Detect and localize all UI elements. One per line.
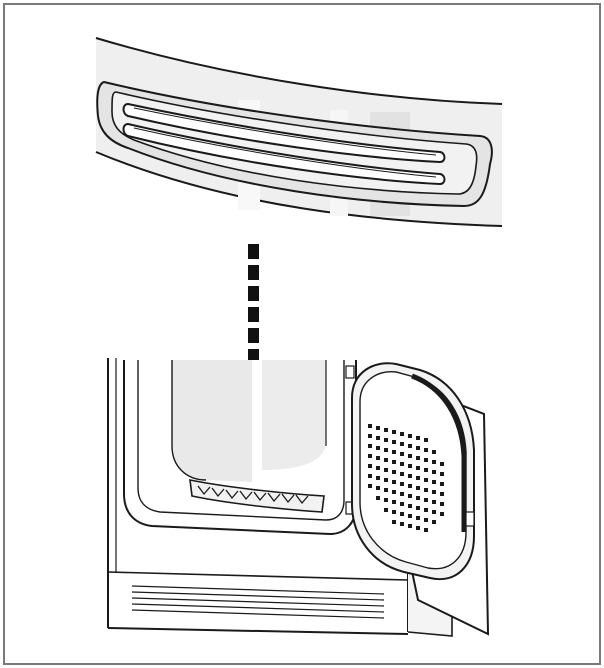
drum-edge-left (171, 360, 207, 481)
frame-filter-slot-marks (197, 485, 309, 505)
cabinet-plinth-top (107, 571, 409, 581)
door-ring-inner (359, 371, 467, 570)
plinth-vents (131, 585, 385, 619)
filter-bar-upper-line (133, 107, 437, 156)
filter-bar-upper (122, 102, 446, 164)
filter-slot-closeup-icon (95, 37, 503, 227)
arrow-dash-5 (248, 328, 259, 343)
door-latch (465, 511, 475, 527)
dryer-open-door-icon (107, 358, 490, 637)
rim-top-edge (95, 37, 503, 105)
arrow-dash-4 (248, 307, 259, 322)
arrow-dash-6 (248, 349, 259, 364)
door-perforation-grid (368, 424, 444, 532)
door-frame-inner (137, 360, 345, 521)
drum-shade-left (172, 360, 252, 482)
cabinet-bottom-edge (107, 627, 409, 635)
drum-shade-right (262, 360, 326, 470)
hinge-top (345, 365, 355, 379)
arrow-dash-1 (248, 244, 259, 259)
filter-bar-lower-line (133, 127, 437, 178)
arrow-dash-3 (248, 286, 259, 301)
door-ring-dark-edge (411, 373, 467, 532)
rim-bottom-edge (95, 151, 503, 227)
arrow-dash-2 (248, 265, 259, 280)
